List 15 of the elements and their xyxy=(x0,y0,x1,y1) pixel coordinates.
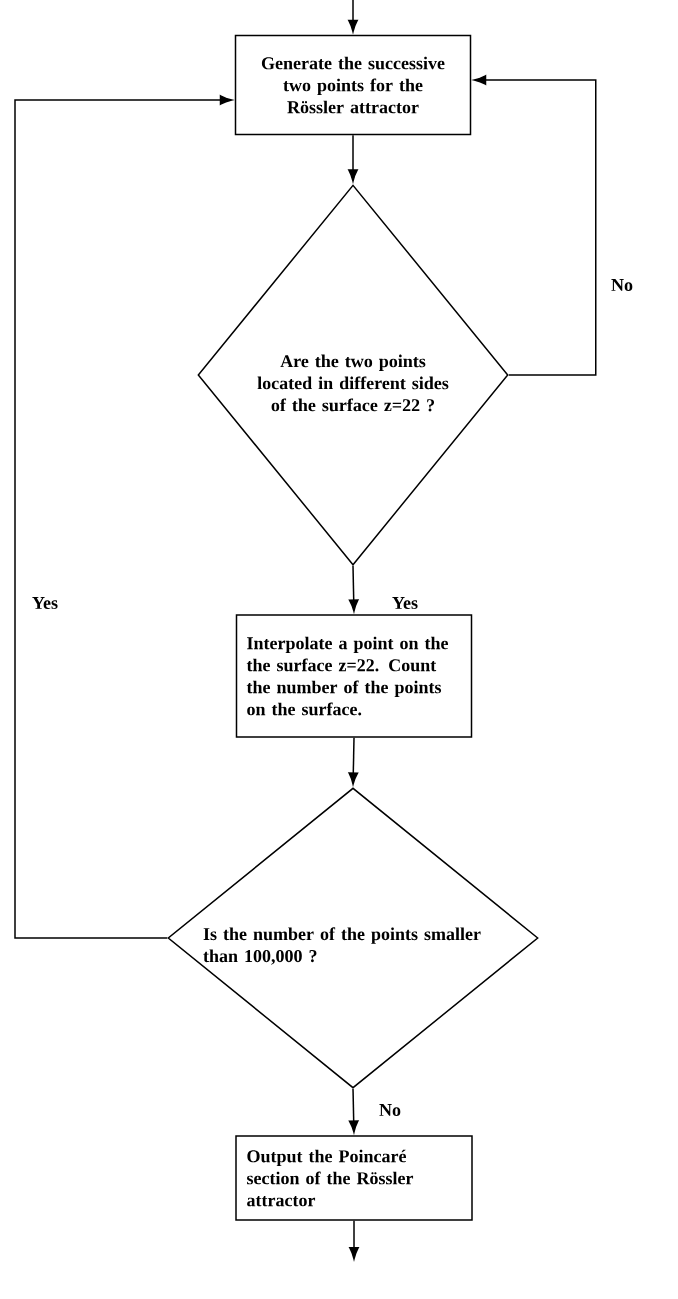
edge-label: No xyxy=(377,1102,403,1118)
edge-label: Yes xyxy=(30,595,60,611)
process-box: Generate the successive two points for the Rössler attractor xyxy=(234,34,472,136)
arrow xyxy=(348,1088,359,1133)
arrow xyxy=(348,134,358,182)
arrow xyxy=(348,565,359,612)
arrow xyxy=(349,1220,359,1260)
arrow xyxy=(473,75,597,376)
process-box: Output the Poincaré section of the Rössler attractor xyxy=(235,1135,473,1221)
arrow xyxy=(14,95,233,939)
process-box: Interpolate a point on the the surface z=22. Count the number of the points on the surface. xyxy=(235,614,473,738)
edge-label: No xyxy=(609,277,635,293)
arrow xyxy=(348,0,358,33)
edge-label: Yes xyxy=(390,595,420,611)
arrow xyxy=(348,737,359,785)
